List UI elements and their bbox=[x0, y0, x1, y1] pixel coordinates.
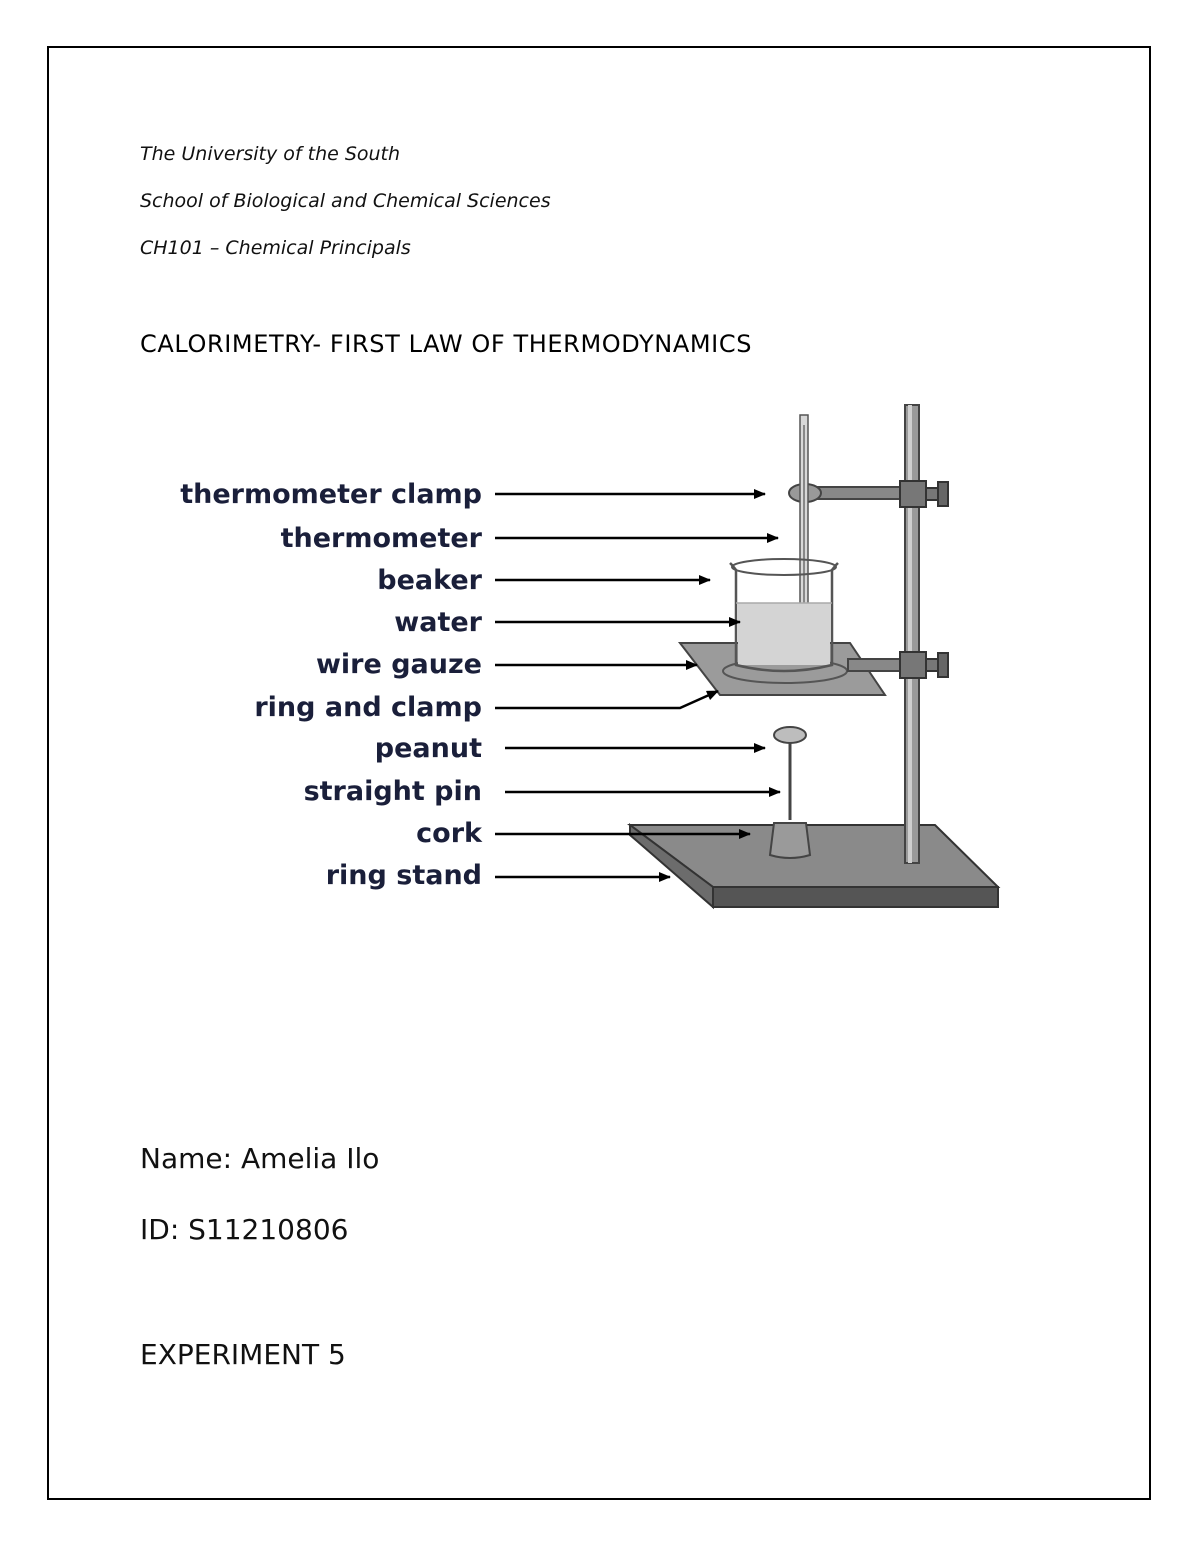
label-straight-pin: straight pin bbox=[304, 776, 482, 807]
school-name: School of Biological and Chemical Scienc… bbox=[140, 190, 551, 212]
label-ring-stand: ring stand bbox=[326, 860, 482, 891]
arrow-ring-and-clamp bbox=[495, 689, 719, 710]
diagram-arrows bbox=[495, 489, 781, 882]
student-name: Name: Amelia Ilo bbox=[140, 1142, 380, 1175]
label-ring-and-clamp: ring and clamp bbox=[254, 692, 482, 723]
apparatus-diagram: thermometer clamp thermometer beaker wat… bbox=[160, 395, 1020, 925]
label-water: water bbox=[394, 607, 482, 638]
course-name: CH101 – Chemical Principals bbox=[140, 237, 411, 259]
ring-stand-base bbox=[626, 823, 1001, 910]
student-id: ID: S11210806 bbox=[140, 1213, 349, 1246]
page-border bbox=[47, 46, 1151, 1500]
label-peanut: peanut bbox=[375, 733, 482, 764]
label-beaker: beaker bbox=[377, 565, 482, 596]
label-thermometer: thermometer bbox=[281, 523, 483, 554]
document-title: CALORIMETRY- FIRST LAW OF THERMODYNAMICS bbox=[140, 330, 753, 358]
peanut bbox=[773, 726, 807, 744]
label-wire-gauze: wire gauze bbox=[316, 649, 482, 680]
experiment-number: EXPERIMENT 5 bbox=[140, 1338, 346, 1371]
cork bbox=[768, 822, 812, 859]
thermometer-clamp bbox=[788, 480, 949, 508]
diagram-labels: thermometer clamp thermometer beaker wat… bbox=[180, 479, 483, 891]
ring-clamp bbox=[847, 651, 949, 679]
university-name: The University of the South bbox=[140, 143, 401, 165]
label-cork: cork bbox=[416, 818, 483, 849]
label-thermometer-clamp: thermometer clamp bbox=[180, 479, 482, 510]
beaker bbox=[729, 558, 839, 673]
ring-stand-rod bbox=[904, 404, 920, 864]
